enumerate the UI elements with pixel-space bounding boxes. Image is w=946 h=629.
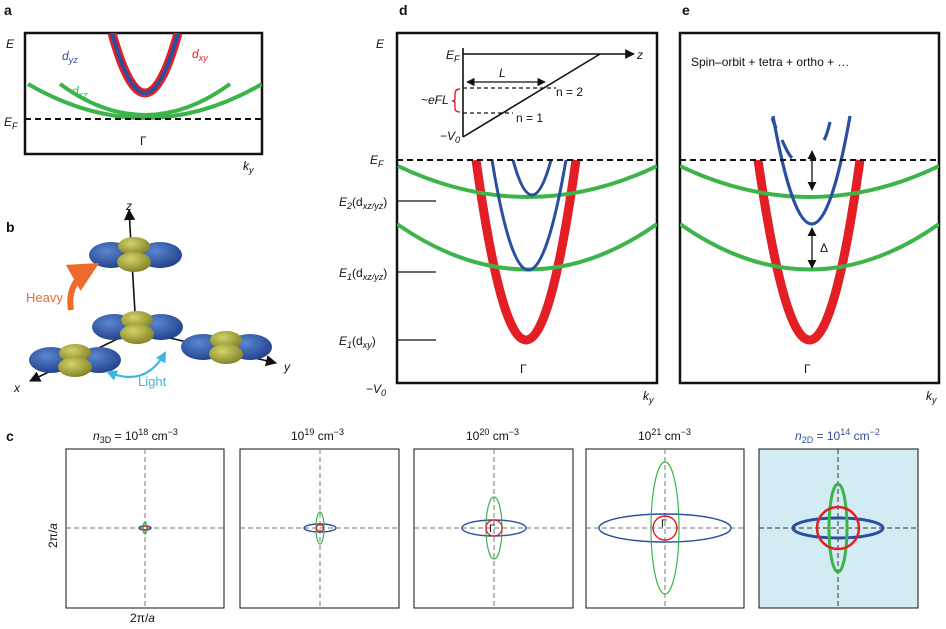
bz-frame	[65, 448, 225, 609]
density-label: n2D = 1014 cm−2	[795, 427, 880, 445]
fermi-surface-1e20: 1020 cm−3 Γ	[413, 427, 574, 609]
e1-dxzyz-label: E1(dxz/yz)	[339, 266, 387, 282]
panel-c-ylabel: 2π/a	[46, 523, 60, 548]
panel-e: e Spin–orbit + tetra + ortho + … Δ Γ ky	[678, 2, 941, 405]
inset-L-label: L	[499, 66, 506, 80]
dyz-band-upper-right	[822, 121, 832, 141]
dyz-band-n1	[490, 159, 568, 272]
quantum-well-inset: EF z L ~eFL n = 2 n = 1 −V0	[421, 48, 643, 145]
dxz-surface	[650, 461, 680, 595]
orbital-top	[89, 237, 182, 272]
inset-z-label: z	[636, 48, 643, 62]
dyz-band	[110, 33, 180, 95]
dxz-band-n2	[680, 164, 939, 199]
panel-d-frame	[395, 31, 659, 385]
dxy-surface	[315, 523, 325, 533]
inset-eFL-brace	[451, 88, 461, 113]
dxz-label: dxz	[72, 84, 88, 100]
e1-dxy-label: E1(dxy)	[339, 334, 376, 350]
dyz-surface	[598, 513, 732, 543]
dxy-label: dxy	[192, 47, 208, 63]
ky-axis-label: ky	[643, 389, 654, 405]
panel-label-e: e	[682, 2, 690, 18]
dxy-surface	[652, 515, 678, 541]
panel-e-frame	[678, 31, 941, 385]
energy-axis-label: E	[376, 37, 385, 51]
delta-label: Δ	[820, 241, 828, 255]
dyz-label: dyz	[62, 49, 78, 65]
inset-ef-label: EF	[446, 48, 460, 64]
z-axis-label: z	[125, 199, 132, 213]
inset-potential-slope	[462, 53, 601, 138]
dxy-surface	[485, 519, 503, 537]
fermi-surface-1e21: 1021 cm−3 Γ	[585, 427, 745, 609]
dxy-surface	[142, 525, 148, 531]
panel-d: d E EF E2(dxz/yz) E1(dxz/yz) E1(dxy) −V0…	[339, 2, 659, 405]
heavy-label: Heavy	[26, 290, 63, 305]
panel-label-b: b	[6, 219, 15, 235]
ky-axis-label: ky	[243, 159, 254, 175]
gamma-point-label: Γ	[140, 134, 147, 148]
density-label: 1020 cm−3	[466, 427, 519, 443]
dxy-surface	[815, 505, 861, 551]
dxz-band-wide	[26, 82, 262, 120]
fermi-surface-1e18: n3D = 1018 cm−3	[65, 427, 225, 609]
v0-label: −V0	[366, 382, 386, 398]
light-label: Light	[138, 374, 167, 389]
ef-label: EF	[370, 153, 384, 169]
panel-label-c: c	[6, 428, 14, 444]
panel-c: c 2π/a 2π/a n3D = 1018 cm−3 1019 cm−3 10…	[6, 427, 919, 625]
dxz-band-n1	[397, 222, 657, 272]
inset-v0-label: −V0	[440, 129, 460, 145]
gamma-point-label: Γ	[804, 362, 811, 376]
x-axis-label: x	[13, 381, 21, 395]
fermi-surface-2d: n2D = 1014 cm−2	[758, 427, 919, 609]
fermi-surface-1e19: 1019 cm−3	[239, 427, 400, 609]
density-label: 1019 cm−3	[291, 427, 344, 443]
panel-b: b z y x	[6, 199, 291, 395]
orbital-left	[29, 344, 121, 377]
density-label: 1021 cm−3	[638, 427, 691, 443]
dxy-band	[471, 159, 581, 345]
spin-orbit-title: Spin–orbit + tetra + ortho + …	[691, 55, 849, 69]
inset-n2-label: n = 2	[556, 85, 583, 99]
panel-label-a: a	[4, 2, 12, 18]
panel-label-d: d	[399, 2, 408, 18]
dyz-surface	[791, 516, 885, 540]
y-axis-label: y	[283, 360, 291, 374]
dyz-band-upper-dashed	[770, 117, 794, 160]
light-arrow	[105, 351, 167, 381]
e2-dxzyz-label: E2(dxz/yz)	[339, 195, 387, 211]
dxz-band-n1	[680, 222, 939, 272]
gamma-point-label: Γ	[489, 523, 495, 535]
ky-axis-label: ky	[926, 389, 937, 405]
dyz-band-n2	[511, 159, 553, 197]
bz-frame-2d	[758, 448, 919, 609]
orbital-center	[92, 311, 183, 344]
dxz-band-n2	[397, 164, 657, 199]
dxy-band	[753, 159, 865, 345]
inset-eFL-label: ~eFL	[421, 93, 449, 107]
panel-a-frame	[23, 31, 264, 156]
energy-axis-label: E	[6, 37, 15, 51]
heavy-arrow	[65, 263, 100, 311]
panel-a: a E EF dyz dxy dxz Γ ky	[4, 2, 264, 175]
density-label: n3D = 1018 cm−3	[93, 427, 178, 445]
gamma-point-label: Γ	[520, 362, 527, 376]
dxz-band	[58, 82, 232, 117]
bz-frame	[239, 448, 400, 609]
panel-c-xlabel: 2π/a	[130, 611, 155, 625]
dyz-band-lower	[771, 115, 852, 226]
inset-n1-label: n = 1	[516, 111, 543, 125]
gamma-point-label: Γ	[661, 518, 667, 530]
orbital-right	[181, 331, 272, 364]
dxz-surface	[827, 482, 849, 574]
fermi-level-label: EF	[4, 115, 18, 131]
